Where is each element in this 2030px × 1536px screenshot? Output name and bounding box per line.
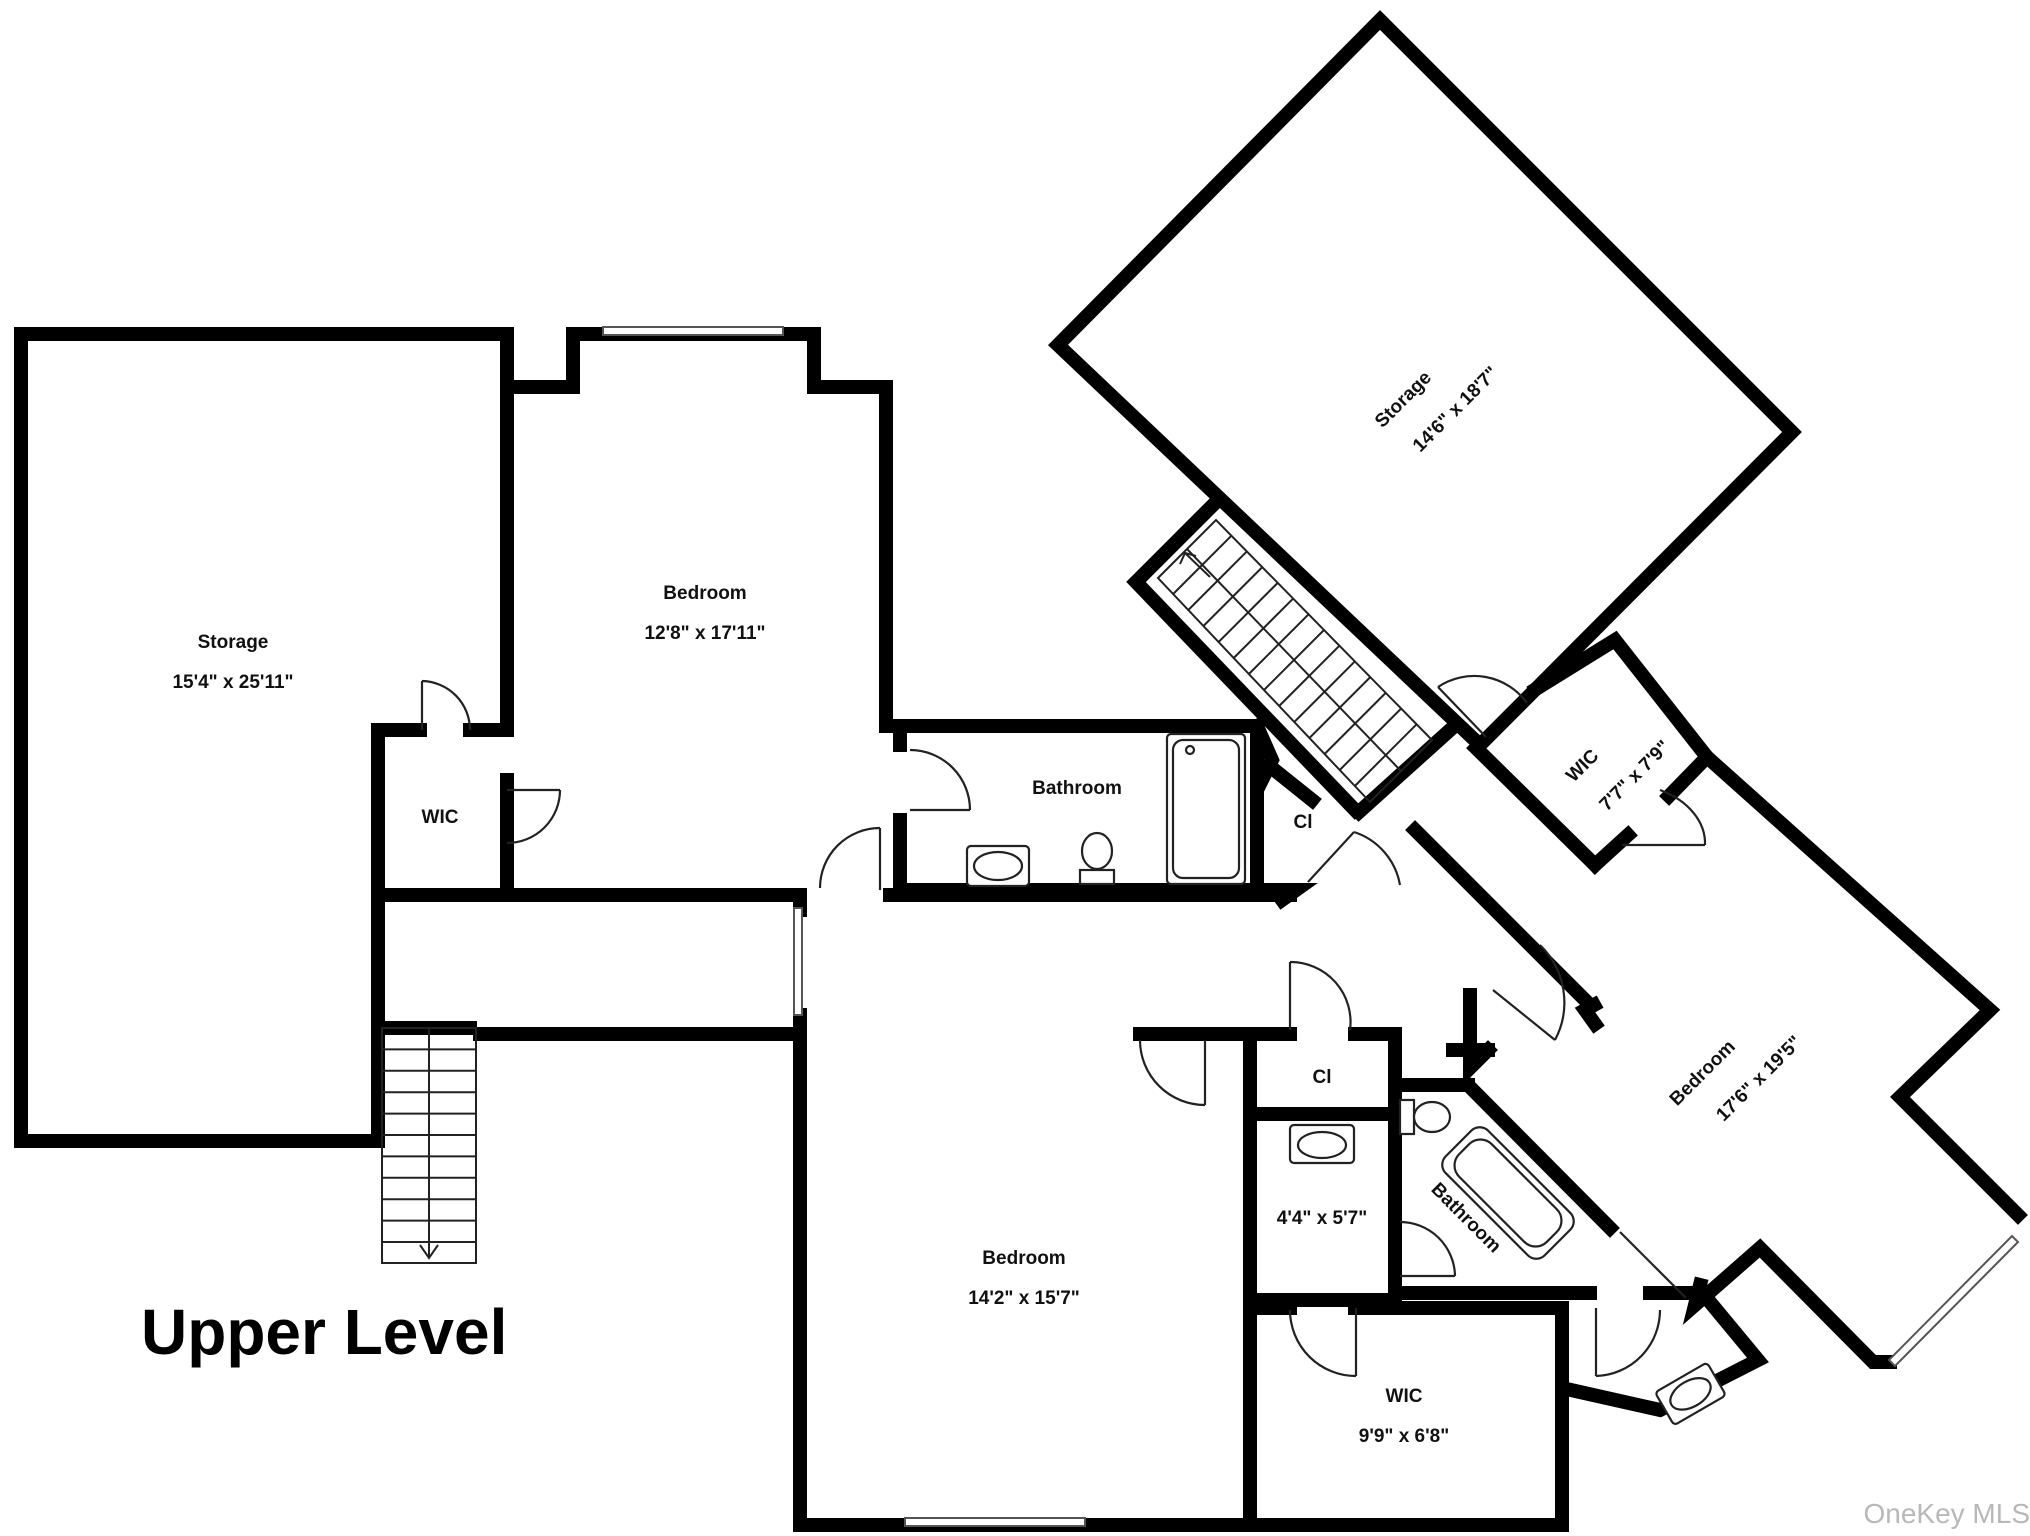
wall-bedroom-right-c (1574, 995, 1605, 1034)
door-swing-bedroom-right (1539, 944, 1566, 1041)
closet-upper-name: Cl (1294, 812, 1313, 833)
wall-wic-bottom-b (1243, 1301, 1569, 1532)
wic-right-name: WIC (1562, 745, 1603, 786)
sink-half-basin (1296, 1130, 1348, 1160)
wall-stair-upper-left (1126, 495, 1365, 820)
stairs-lower (381, 1027, 477, 1264)
wall-bedroom-right (1697, 747, 2028, 1225)
stair-upper-outline (1156, 518, 1434, 804)
stair-lower-treads (382, 1028, 476, 1243)
watermark: OneKey MLS (1863, 1498, 2030, 1529)
wall-bath-angled-b (1458, 1075, 1620, 1238)
storage-right-name: Storage (1371, 367, 1436, 432)
half-bath-dims: 4'4" x 5'7" (1277, 1208, 1367, 1229)
door-swing-bedroom-top (818, 826, 881, 889)
wic-right-dims: 7'7" x 7'9" (1596, 737, 1675, 816)
wic-bottom-name: WIC (1386, 1386, 1423, 1407)
door-swing-wic-right (1659, 788, 1707, 846)
fixtures (965, 732, 1726, 1425)
bedroom-top-dims: 12'8" x 17'11" (644, 623, 765, 644)
wall-closet-upper-b (1262, 758, 1322, 810)
window-bedroom-bottom (904, 1517, 1086, 1527)
door-swing-wic-left-right (506, 789, 562, 845)
wall-bedroom-right-d (1463, 988, 1498, 1085)
wall-wic-left (371, 723, 427, 1148)
bathtub-angled (1441, 1126, 1575, 1260)
wall-closet-upper (1247, 716, 1280, 897)
wic-bottom-dims: 9'9" x 6'8" (1359, 1426, 1449, 1447)
wall-diag-corridor-b (1466, 738, 1605, 875)
stair-upper-arrow-head (1179, 551, 1197, 565)
window-bedroom-top (602, 326, 784, 336)
door-swing-closet-lower (1289, 960, 1352, 1031)
stair-lower-arrow-head (419, 1244, 439, 1260)
sink-powder (1655, 1362, 1726, 1425)
plan-title: Upper Level (141, 1296, 508, 1368)
door-bath-angled (1619, 1231, 1687, 1299)
wall-storage-left (14, 327, 1318, 1148)
bathtub-top-drain (1184, 744, 1196, 756)
wall-bedroom-right-b (1682, 1238, 1897, 1369)
bathtub-top-inner (1171, 738, 1241, 880)
wall-bath-angled (1388, 1038, 1475, 1092)
wall-corridor-bottom-b (473, 1027, 1257, 1532)
walls (14, 10, 2028, 1532)
stair-upper-arrow-shaft (1184, 552, 1211, 578)
doors (420, 674, 1707, 1378)
door-storage-right (1437, 686, 1487, 738)
wall-storage-left-inner (463, 380, 514, 737)
stairs-upper (1156, 518, 1434, 804)
toilet-angled-tank (1398, 1098, 1416, 1136)
sink-top-basin (972, 850, 1024, 882)
bedroom-top-name: Bedroom (663, 583, 746, 604)
door-swing-half-bath (1399, 1220, 1457, 1277)
wall-powder (1555, 1280, 1769, 1418)
door-swing-storage-right (1437, 674, 1528, 704)
wall-diag-corridor (1405, 820, 1600, 1015)
door-swing-wic-bottom (1288, 1309, 1357, 1378)
door-swing-powder (1595, 1309, 1662, 1378)
windows (602, 326, 2020, 1527)
toilet-top-tank (1078, 868, 1116, 886)
bedroom-bottom-name: Bedroom (982, 1248, 1065, 1269)
wall-half-bath-b (1243, 1287, 1402, 1307)
door-swing-wic-left-top (421, 679, 472, 731)
stair-upper-treads (1172, 535, 1418, 787)
toilet-angled-bowl (1412, 1100, 1452, 1134)
wall-wic-right (1526, 630, 1717, 806)
window-bedroom-right (1887, 1234, 2020, 1368)
bathroom-top-name: Bathroom (1032, 778, 1122, 799)
door-bedroom-right (1492, 989, 1556, 1041)
wic-left-name: WIC (422, 807, 459, 828)
toilet-top-bowl (1080, 831, 1114, 871)
wall-bath-angled-c (1388, 1203, 1597, 1300)
wall-wic-right-b (1585, 825, 1638, 875)
storage-left-dims: 15'4" x 25'11" (172, 672, 293, 693)
window-corridor (793, 907, 803, 1016)
door-swing-bathroom-top (909, 748, 972, 811)
storage-left-name: Storage (198, 632, 269, 653)
closet-lower-name: Cl (1313, 1067, 1332, 1088)
door-swing-closet-upper (1353, 830, 1402, 886)
door-swing-bedroom-bottom (1138, 1039, 1206, 1107)
bedroom-bottom-dims: 14'2" x 15'7" (968, 1288, 1080, 1309)
stair-center-line (1186, 548, 1402, 772)
door-closet-upper (1307, 831, 1355, 883)
